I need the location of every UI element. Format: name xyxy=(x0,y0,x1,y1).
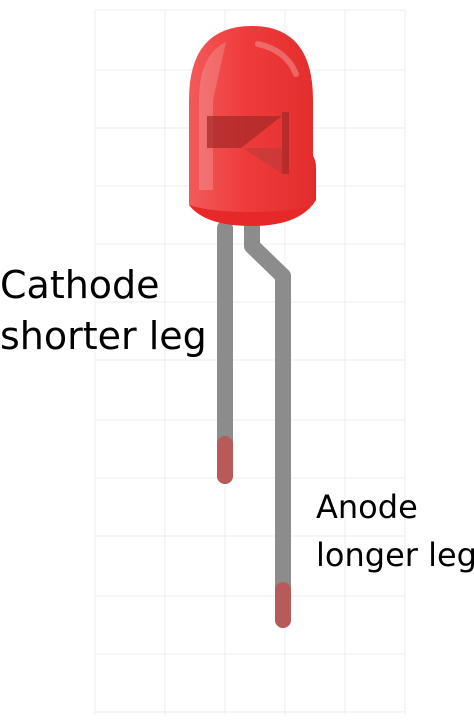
background-grid xyxy=(94,9,406,715)
led-icon xyxy=(189,26,316,226)
led-highlight-top xyxy=(255,41,299,77)
cathode-label-line-1: Cathode xyxy=(0,263,160,307)
anode-label-line-1: Anode xyxy=(316,488,418,526)
cathode-label-line-2: shorter leg xyxy=(0,314,207,358)
diode-symbol-icon xyxy=(207,112,289,174)
anode-leg xyxy=(244,220,291,628)
anode-label-line-2: longer leg xyxy=(316,536,474,574)
